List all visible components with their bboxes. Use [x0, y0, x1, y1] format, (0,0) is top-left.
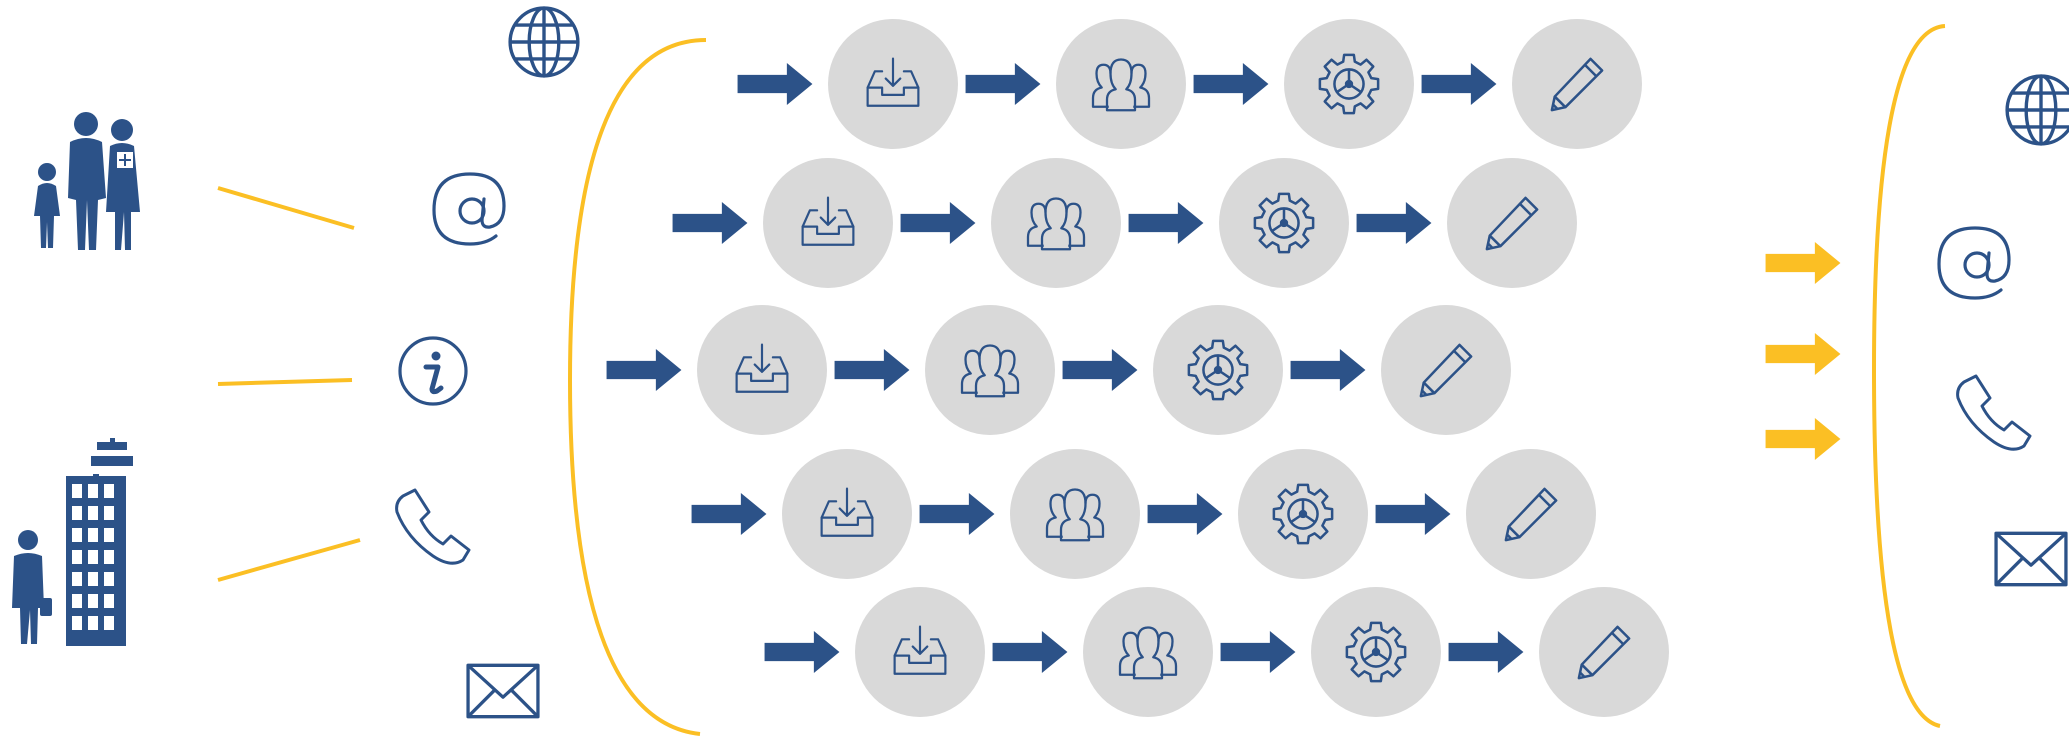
flow-arrow — [606, 349, 682, 391]
flow-arrow — [764, 631, 840, 673]
family-icon — [34, 112, 140, 250]
source-connectors — [217, 186, 361, 582]
input-channels — [395, 6, 580, 719]
output-arrow — [1765, 418, 1841, 460]
envelope-icon — [466, 663, 540, 719]
process-row — [737, 19, 1642, 149]
step-node — [1010, 449, 1140, 579]
connector-line — [217, 186, 355, 230]
output-channels — [1937, 74, 2069, 587]
flow-arrow — [691, 493, 767, 535]
at-sign-icon — [1937, 226, 2011, 300]
flow-arrow — [1356, 202, 1432, 244]
step-node — [991, 158, 1121, 288]
step-node — [1512, 19, 1642, 149]
flow-arrow — [900, 202, 976, 244]
source-family — [34, 112, 140, 250]
process-row — [672, 158, 1577, 288]
flow-arrow — [965, 63, 1041, 105]
flow-arrow — [1290, 349, 1366, 391]
flow-arrow — [1375, 493, 1451, 535]
building-windows — [72, 484, 114, 630]
process-row — [764, 587, 1669, 717]
output-arrows — [1765, 242, 1841, 460]
flow-arrow — [1421, 63, 1497, 105]
connector-line — [217, 378, 353, 386]
flow-arrow — [1062, 349, 1138, 391]
output-arrow — [1765, 242, 1841, 284]
phone-icon — [1956, 374, 2032, 451]
flow-arrow — [1147, 493, 1223, 535]
process-row — [606, 305, 1511, 435]
globe-icon — [2005, 74, 2069, 146]
flow-arrow — [1128, 202, 1204, 244]
envelope-icon — [1994, 531, 2068, 587]
flow-arrow — [672, 202, 748, 244]
step-node — [925, 305, 1055, 435]
step-node — [1447, 158, 1577, 288]
step-node — [1466, 449, 1596, 579]
right-bracket — [1871, 24, 1946, 728]
source-business — [12, 438, 133, 646]
businessman-icon — [12, 530, 52, 644]
flow-arrow — [992, 631, 1068, 673]
step-node — [1056, 19, 1186, 149]
process-rows — [606, 19, 1669, 717]
step-node — [1381, 305, 1511, 435]
flow-arrow — [1193, 63, 1269, 105]
globe-icon — [508, 6, 580, 78]
flow-arrow — [1448, 631, 1524, 673]
info-icon — [400, 338, 466, 404]
connector-line — [217, 538, 361, 582]
flow-arrow — [737, 63, 813, 105]
phone-icon — [395, 488, 471, 565]
step-node — [1083, 587, 1213, 717]
step-node — [1539, 587, 1669, 717]
flow-arrow — [834, 349, 910, 391]
left-bracket — [567, 38, 707, 736]
output-arrow — [1765, 333, 1841, 375]
flow-arrow — [1220, 631, 1296, 673]
process-row — [691, 449, 1596, 579]
flow-arrow — [919, 493, 995, 535]
at-sign-icon — [432, 172, 506, 246]
